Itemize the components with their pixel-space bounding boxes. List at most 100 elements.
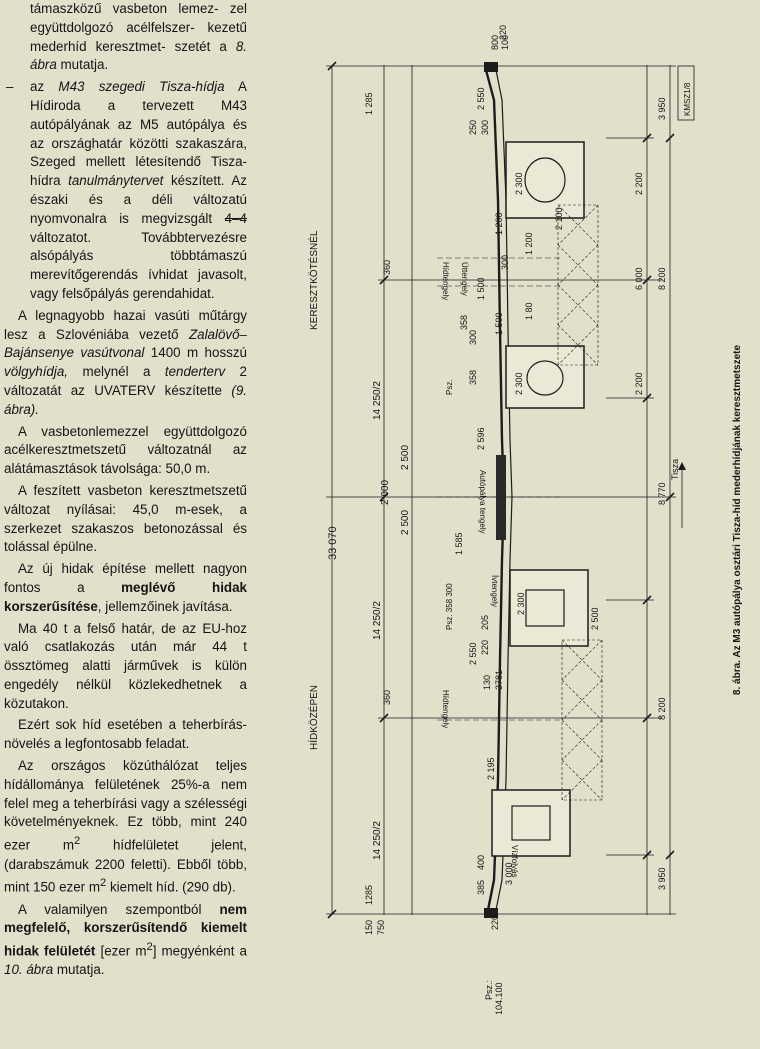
label-vizfolyas: Vízfolyás	[510, 845, 519, 877]
label-hidtengely: Hídtengely	[441, 262, 450, 300]
dim-100: 100	[500, 35, 510, 50]
dim-total: 33 070	[327, 526, 339, 560]
dim-800: 800	[490, 35, 500, 50]
dim-2500: 2 500	[400, 510, 411, 535]
paragraph-3: A feszített vasbeton keresztmetszetű vál…	[4, 482, 247, 555]
superscript: 2	[73, 835, 81, 848]
dim-6000: 6 000	[634, 267, 644, 290]
dim-box: 2 300	[514, 172, 524, 195]
dim-2100: 300	[500, 255, 510, 270]
dim-half: 14 250/2	[372, 381, 383, 420]
dim-385: 385	[476, 880, 486, 895]
dim-2550: 2 550	[476, 87, 486, 110]
box-girder-2	[505, 345, 585, 409]
text: , jellemzőinek javítása.	[97, 598, 233, 614]
text: A legnagyobb hazai vasúti műtárgy lesz a…	[4, 307, 247, 342]
dim-2500: 2 500	[400, 445, 411, 470]
dim-130: 3781	[494, 670, 504, 690]
dim-half: 14 250/2	[372, 601, 383, 640]
bold-term: nem megfelelő, korszerűsítendő kiemelt h…	[4, 901, 247, 959]
dim-2596: 220	[480, 640, 490, 655]
dimension-lines	[326, 65, 676, 915]
figure-ref: 8. ábra	[30, 38, 247, 73]
italic-term: tanulmánytervet	[68, 173, 164, 189]
box-girder-1	[505, 141, 585, 219]
bullet-paragraph: –az M43 szegedi Tisza-hídja A Hídiroda a…	[4, 78, 247, 304]
text: ] megyénként a	[152, 943, 247, 959]
italic-term: völgyhídja,	[4, 364, 69, 380]
dim-220: 220	[490, 915, 500, 930]
dim-300: 300	[468, 330, 478, 345]
dim-8200: 8 200	[657, 267, 667, 290]
label-tisza: Tisza	[670, 459, 680, 480]
text: A Hídiroda a tervezett M43 autópályának …	[30, 79, 247, 189]
dimension-ticks	[327, 61, 675, 919]
article-column: támaszközű vasbeton lemez- zel együttdol…	[4, 0, 247, 983]
dim-300: 358	[459, 315, 469, 330]
dim-2000: 2 000	[380, 480, 391, 505]
label-psz: Psz.	[445, 379, 454, 395]
dim-358: 358	[468, 370, 478, 385]
bullet-dash: –	[6, 79, 14, 95]
text: hídfelületet jelent, (darabszámuk 2200 f…	[4, 837, 247, 895]
dim-1200: 1 500	[494, 312, 504, 335]
figure-caption: 8. ábra. Az M3 autópálya osztári Tisza-h…	[732, 345, 743, 696]
dim-150: 150	[364, 920, 374, 935]
dim-2200: 2 200	[634, 172, 644, 195]
paragraph-6: Ezért sok híd esetében a teherbírás-növe…	[4, 717, 247, 752]
figure-labels: KERESZTKÖTÉSNÉL HÍDKÖZÉPEN 33 070 14 250…	[307, 25, 743, 1015]
dim-400: 400	[476, 855, 486, 870]
superscript: 2	[100, 877, 107, 890]
text: az	[30, 79, 59, 95]
dim-220: 220	[498, 25, 508, 40]
text: kiemelt híd. (290 db).	[106, 879, 236, 895]
dim-2200: 2 200	[634, 372, 644, 395]
stamp-label: KMSZ1/8	[683, 82, 692, 116]
paragraph-4: Az új hidak építése mellett nagyon fonto…	[4, 560, 247, 616]
text: szetét a	[174, 38, 236, 54]
dim-250: 250	[468, 120, 478, 135]
median-barrier	[496, 455, 506, 540]
dim-1585: 1 585	[454, 532, 464, 555]
bold-term: meglévő hidak korszerűsítése	[4, 579, 247, 614]
paragraph-8: A valamilyen szempontból nem megfelelő, …	[4, 901, 247, 981]
paragraph-2: A vasbetonlemezzel együttdolgozó acélker…	[4, 423, 247, 477]
railing-bottom	[484, 908, 498, 918]
box-girder-3	[509, 569, 589, 647]
dim-box: 2 300	[516, 592, 526, 615]
dim-8200: 8 200	[657, 697, 667, 720]
dim-358: 205	[480, 615, 490, 630]
dim-750: 750	[376, 920, 386, 935]
text: 2 változatát az UVATERV készítette	[4, 364, 247, 398]
dim-3950: 3 950	[657, 97, 667, 120]
dim-3950: 3 950	[657, 867, 667, 890]
dim-360: 360	[382, 690, 392, 705]
superscript: 2	[146, 941, 153, 954]
label-hidkozepen: HÍDKÖZÉPEN	[307, 685, 320, 750]
paragraph-1: A legnagyobb hazai vasúti műtárgy lesz a…	[4, 307, 247, 420]
label-ivtengely: Ívtengely	[490, 575, 499, 607]
text: mutatja.	[56, 57, 109, 73]
text: melynél a	[68, 364, 165, 380]
intro-paragraph: támaszközű vasbeton lemez- zel együttdol…	[4, 0, 247, 75]
label-psz-bottom: Psz.:	[484, 980, 494, 1000]
dim-220: 130	[482, 675, 492, 690]
dim-half: 14 250/2	[372, 821, 383, 860]
dim-1500: 1 200	[524, 232, 534, 255]
text: zel együttdolgozó acélfelszer-	[30, 1, 247, 35]
text: változatot. Továbbtervezésre alsópályás …	[30, 229, 247, 301]
label-autopalya-tengely: Autópálya tengely	[478, 470, 487, 534]
figure-ref: (9. ábra).	[4, 382, 247, 417]
struck-text: 4–4	[224, 210, 247, 226]
dim-3500: 1 500	[476, 277, 486, 300]
text: Az országos közúthálózat teljes hídállom…	[4, 758, 247, 853]
dim-3000: 3 000	[504, 862, 514, 885]
dim-360: 360	[382, 260, 392, 275]
text: készített. Az északi és a déli változatú…	[30, 173, 247, 226]
dim-2500: 2 500	[590, 607, 600, 630]
text: 1400 m hosszú	[144, 345, 247, 361]
dim-180: 2 100	[554, 207, 564, 230]
arrow-head-icon	[678, 462, 686, 470]
paragraph-5: Ma 40 t a felső határ, de az EU-hoz való…	[4, 620, 247, 711]
